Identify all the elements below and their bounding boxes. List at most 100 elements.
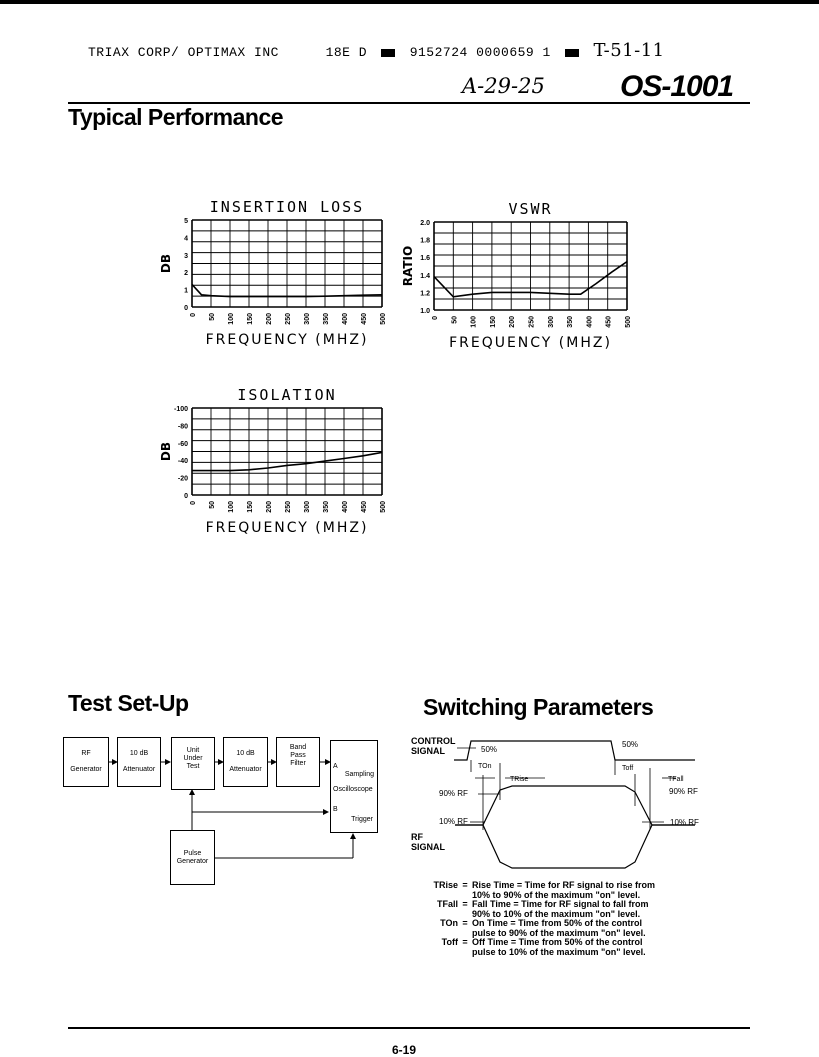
x-tick-label: 100 xyxy=(228,501,235,513)
series-line xyxy=(433,260,628,298)
header-rule xyxy=(68,102,750,104)
y-tick-label: 0 xyxy=(184,305,188,312)
x-tick-label: 400 xyxy=(342,313,349,325)
pct50-left-label: 50% xyxy=(481,745,498,754)
y-tick-label: 1.2 xyxy=(420,290,430,297)
y-tick-label: 1.0 xyxy=(420,308,430,315)
scope-input-b: B xyxy=(333,806,338,813)
x-axis-label: FREQUENCY (MHZ) xyxy=(206,332,369,348)
x-tick-label: 450 xyxy=(606,316,613,328)
y-tick-label: -100 xyxy=(174,406,188,413)
x-tick-label: 350 xyxy=(567,316,574,328)
x-tick-label: 50 xyxy=(209,313,216,321)
x-tick-label: 150 xyxy=(247,313,254,325)
series-line xyxy=(191,283,383,298)
x-tick-label: 50 xyxy=(209,501,216,509)
rf-signal-label: RF SIGNAL xyxy=(411,832,445,852)
y-tick-label: 3 xyxy=(184,253,188,260)
attenuator-2-label-2: Attenuator xyxy=(229,766,262,773)
rf-generator-label-1: RF xyxy=(81,750,91,757)
x-axis-label: FREQUENCY (MHZ) xyxy=(206,520,369,536)
block-mark xyxy=(381,48,396,57)
uut-label-3: Test xyxy=(186,763,200,770)
x-tick-label: 500 xyxy=(380,313,387,325)
x-tick-label: 250 xyxy=(285,501,292,513)
y-tick-label: -40 xyxy=(178,458,188,465)
attenuator-1-block: 10 dB Attenuator xyxy=(117,737,161,787)
definition-row: Toff= Off Time = Time from 50% of the co… xyxy=(430,937,722,957)
band-pass-filter-block: Band Pass Filter xyxy=(276,737,320,787)
section-title-test-setup: Test Set-Up xyxy=(68,690,189,716)
attenuator-2-label-1: 10 dB xyxy=(236,750,255,757)
definition-row: TOn= On Time = Time from 50% of the cont… xyxy=(430,918,722,938)
x-tick-label: 0 xyxy=(432,316,439,320)
definition-text: Off Time = Time from 50% of the control xyxy=(472,937,643,947)
block-mark xyxy=(565,48,580,57)
section-title-switching-parameters: Switching Parameters xyxy=(423,694,654,720)
footer-rule xyxy=(68,1027,750,1029)
chart-title: ISOLATION xyxy=(237,386,336,404)
handwritten-code: A-29-25 xyxy=(462,74,545,98)
tfall-label: TFall xyxy=(668,776,684,783)
company-name: TRIAX CORP/ OPTIMAX INC xyxy=(88,45,279,60)
control-signal-label-1: CONTROL xyxy=(411,736,456,746)
toff-label: Toff xyxy=(622,765,634,772)
sampling-oscilloscope-block: A Sampling Oscilloscope B Trigger xyxy=(330,740,378,833)
bpf-label-2: Pass xyxy=(290,752,306,759)
rf-generator-block: RF Generator xyxy=(63,737,109,787)
y-tick-label: 2 xyxy=(184,270,188,277)
document-header: TRIAX CORP/ OPTIMAX INC 18E D 9152724 00… xyxy=(88,40,665,61)
definition-text-2: 90% to 10% of the maximum "on" level. xyxy=(472,908,641,919)
y-tick-label: -80 xyxy=(178,423,188,430)
trise-label: TRise xyxy=(510,776,529,783)
x-axis-label: FREQUENCY (MHZ) xyxy=(449,335,612,351)
x-tick-label: 0 xyxy=(190,313,197,317)
y-tick-label: 1.8 xyxy=(420,238,430,245)
definition-symbol: TRise xyxy=(433,880,458,890)
x-tick-label: 300 xyxy=(304,313,311,325)
rf-signal-label-2: SIGNAL xyxy=(411,842,446,852)
definition-text-2: pulse to 90% of the maximum "on" level. xyxy=(472,927,646,938)
y-tick-label: 0 xyxy=(184,493,188,500)
chart-title: VSWR xyxy=(508,200,552,218)
y-tick-label: 5 xyxy=(184,218,188,225)
bpf-label-3: Filter xyxy=(290,760,306,767)
x-tick-label: 500 xyxy=(625,316,632,328)
x-tick-label: 300 xyxy=(304,501,311,513)
header-code-2: 9152724 0000659 1 xyxy=(409,45,551,60)
pct50-right-label: 50% xyxy=(622,740,639,749)
y-tick-label: 1 xyxy=(184,288,188,295)
x-tick-label: 200 xyxy=(509,316,516,328)
x-tick-label: 300 xyxy=(548,316,555,328)
x-tick-label: 400 xyxy=(342,501,349,513)
x-tick-label: 500 xyxy=(380,501,387,513)
x-tick-label: 100 xyxy=(228,313,235,325)
rf10-left-label: 10% RF xyxy=(439,817,468,826)
attenuator-1-label-2: Attenuator xyxy=(122,766,156,773)
x-tick-label: 350 xyxy=(323,501,330,513)
rf90-right-label: 90% RF xyxy=(669,787,698,796)
definition-text: On Time = Time from 50% of the control xyxy=(472,918,642,928)
x-tick-label: 450 xyxy=(361,501,368,513)
scope-oscilloscope-label: Oscilloscope xyxy=(333,786,373,793)
x-tick-label: 250 xyxy=(529,316,536,328)
rf90-left-label: 90% RF xyxy=(439,789,468,798)
page-number: 6-19 xyxy=(392,1043,417,1057)
y-axis-label: RATIO xyxy=(401,246,415,286)
uut-label-2: Under xyxy=(183,755,203,762)
control-pulse-trace xyxy=(454,740,695,761)
series-line xyxy=(192,451,383,472)
header-code-1: 18E D xyxy=(325,45,368,60)
y-tick-label: 2.0 xyxy=(420,220,430,227)
y-tick-label: 4 xyxy=(184,235,188,242)
definition-text: Fall Time = Time for RF signal to fall f… xyxy=(472,899,649,909)
definition-text-2: pulse to 10% of the maximum "on" level. xyxy=(472,946,646,957)
y-tick-label: -60 xyxy=(178,441,188,448)
rf10-right-label: 10% RF xyxy=(670,818,699,827)
y-axis-label: DB xyxy=(159,442,173,461)
definition-symbol: Toff xyxy=(441,937,458,947)
